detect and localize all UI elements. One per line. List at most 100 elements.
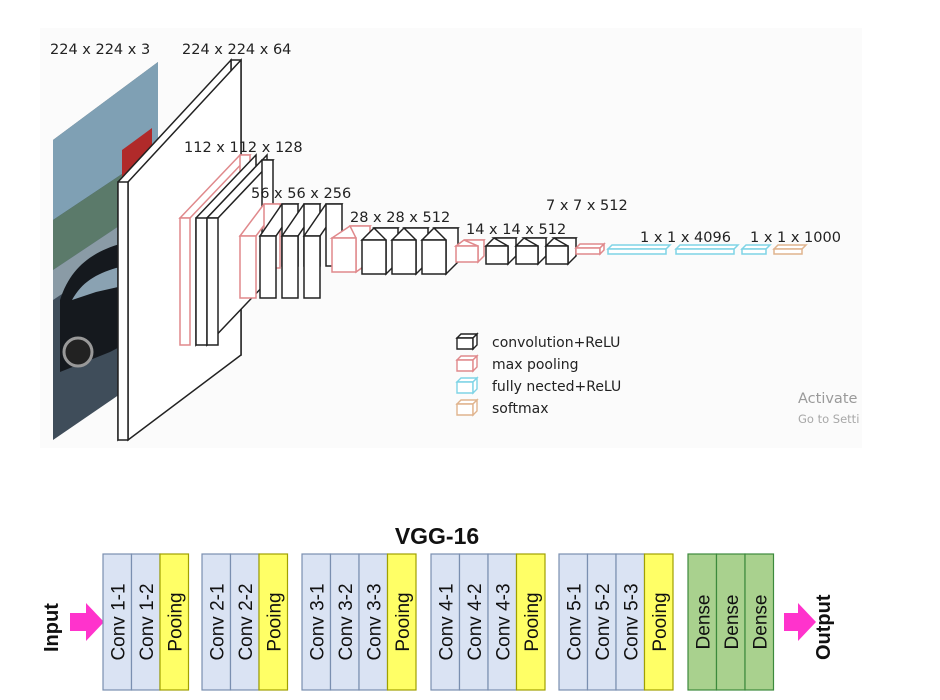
layer-block-pooing: Pooing	[386, 553, 417, 691]
layer-block-conv-4-3: Conv 4-3	[487, 553, 518, 691]
layer-block-dense: Dense	[687, 553, 718, 691]
legend-item-softmax: softmax	[455, 398, 549, 417]
layer-rect-pooing	[643, 553, 674, 691]
layer-label-conv-4-2: Conv 4-2	[465, 583, 486, 660]
layer-rect-conv-3-1	[301, 553, 332, 691]
layer-rect-pooing	[159, 553, 190, 691]
input-label: Input	[41, 603, 63, 652]
layer-block-dense: Dense	[715, 553, 746, 691]
layer-block-pooing: Pooing	[643, 553, 674, 691]
layer-block-conv-3-2: Conv 3-2	[329, 553, 360, 691]
layer-rect-conv-4-2	[458, 553, 489, 691]
dim-label-input: 224 x 224 x 3	[50, 42, 150, 58]
pool4-block	[453, 239, 486, 264]
layer-label-conv-5-3: Conv 5-3	[621, 583, 642, 660]
dim-label-conv2: 112 x 112 x 128	[184, 140, 303, 156]
pool5-block	[574, 242, 606, 256]
layer-label-pooing: Pooing	[264, 592, 285, 651]
legend: convolution+ReLU max pooling fully necte…	[455, 332, 621, 417]
layer-rect-conv-3-3	[358, 553, 389, 691]
layer-block-conv-3-1: Conv 3-1	[301, 553, 332, 691]
legend-item-fully-connected: fully nected+ReLU	[455, 376, 621, 395]
layer-label-conv-5-2: Conv 5-2	[593, 583, 614, 660]
layer-label-conv-2-1: Conv 2-1	[207, 583, 228, 660]
layer-label-conv-5-1: Conv 5-1	[564, 583, 585, 660]
layer-block-conv-5-3: Conv 5-3	[615, 553, 646, 691]
legend-label-max-pooling: max pooling	[492, 357, 579, 373]
layer-label-pooing: Pooing	[650, 592, 671, 651]
layer-block-conv-3-3: Conv 3-3	[358, 553, 389, 691]
layer-rect-conv-1-2	[130, 553, 161, 691]
watermark-line1: Activate	[798, 391, 858, 407]
layer-label-conv-4-3: Conv 4-3	[493, 583, 514, 660]
dim-label-conv5: 14 x 14 x 512	[466, 222, 566, 238]
layer-block-pooing: Pooing	[515, 553, 546, 691]
dim-label-pool5: 7 x 7 x 512	[546, 198, 628, 214]
layer-rect-conv-5-1	[558, 553, 589, 691]
layer-label-pooing: Pooing	[522, 592, 543, 651]
layer-block-conv-5-1: Conv 5-1	[558, 553, 589, 691]
dim-label-softmax: 1 x 1 x 1000	[750, 230, 841, 246]
layer-block-dense: Dense	[744, 553, 775, 691]
layer-label-conv-3-3: Conv 3-3	[364, 583, 385, 660]
watermark-line2: Go to Setti	[798, 412, 859, 426]
layer-block-conv-1-2: Conv 1-2	[130, 553, 161, 691]
legend-item-convolution: convolution+ReLU	[455, 332, 620, 351]
layer-block-conv-2-2: Conv 2-2	[229, 553, 260, 691]
layer-block-conv-1-1: Conv 1-1	[102, 553, 133, 691]
vgg16-group-3: Conv 3-1 Conv 3-2 Conv 3-3 Pooing	[301, 553, 417, 691]
layer-rect-conv-4-3	[487, 553, 518, 691]
dim-label-conv4: 28 x 28 x 512	[350, 210, 450, 226]
vgg16-group-2: Conv 2-1 Conv 2-2 Pooing	[201, 553, 289, 691]
legend-label-softmax: softmax	[492, 401, 549, 417]
layer-label-conv-3-1: Conv 3-1	[307, 583, 328, 660]
layer-block-pooing: Pooing	[258, 553, 289, 691]
layer-rect-conv-3-2	[329, 553, 360, 691]
layer-label-conv-1-1: Conv 1-1	[108, 583, 129, 660]
layer-label-conv-4-1: Conv 4-1	[436, 583, 457, 660]
conv3-block	[258, 203, 344, 299]
layer-rect-conv-4-1	[430, 553, 461, 691]
layer-rect-pooing	[258, 553, 289, 691]
layer-label-pooing: Pooing	[393, 592, 414, 651]
vgg16-layer-blocks: Conv 1-1 Conv 1-2 Pooing Conv 2-1 Conv 2-2 Po…	[102, 553, 775, 691]
layer-rect-dense	[744, 553, 775, 691]
vgg16-group-5: Conv 5-1 Conv 5-2 Conv 5-3 Pooing	[558, 553, 674, 691]
layer-block-pooing: Pooing	[159, 553, 190, 691]
layer-label-conv-1-2: Conv 1-2	[137, 583, 158, 660]
layer-label-dense: Dense	[750, 595, 771, 650]
vgg16-group-1: Conv 1-1 Conv 1-2 Pooing	[102, 553, 190, 691]
legend-label-fully-connected: fully nected+ReLU	[492, 379, 621, 395]
vgg16-title: VGG-16	[395, 523, 479, 549]
layer-block-conv-5-2: Conv 5-2	[586, 553, 617, 691]
layer-block-conv-4-1: Conv 4-1	[430, 553, 461, 691]
dim-label-fc: 1 x 1 x 4096	[640, 230, 731, 246]
conv5-block	[484, 237, 578, 266]
input-arrow-icon	[70, 603, 104, 641]
legend-item-max-pooling: max pooling	[455, 354, 579, 373]
layer-block-conv-4-2: Conv 4-2	[458, 553, 489, 691]
layer-rect-dense	[687, 553, 718, 691]
fc-bars	[606, 244, 772, 255]
layer-rect-dense	[715, 553, 746, 691]
dim-label-conv1: 224 x 224 x 64	[182, 42, 291, 58]
output-label: Output	[813, 594, 835, 660]
input-arrow: Input	[41, 603, 104, 652]
layer-label-conv-2-2: Conv 2-2	[236, 583, 257, 660]
layer-rect-pooing	[515, 553, 546, 691]
conv4-block	[360, 227, 460, 276]
layer-rect-conv-2-2	[229, 553, 260, 691]
layer-rect-conv-5-2	[586, 553, 617, 691]
softmax-bar	[772, 244, 808, 255]
vgg16-group-4: Conv 4-1 Conv 4-2 Conv 4-3 Pooing	[430, 553, 546, 691]
layer-rect-pooing	[386, 553, 417, 691]
layer-label-dense: Dense	[693, 595, 714, 650]
layer-label-pooing: Pooing	[165, 592, 186, 651]
layer-label-conv-3-2: Conv 3-2	[336, 583, 357, 660]
layer-rect-conv-2-1	[201, 553, 232, 691]
legend-label-convolution: convolution+ReLU	[492, 335, 620, 351]
output-arrow: Output	[784, 594, 835, 660]
output-arrow-icon	[784, 603, 816, 641]
